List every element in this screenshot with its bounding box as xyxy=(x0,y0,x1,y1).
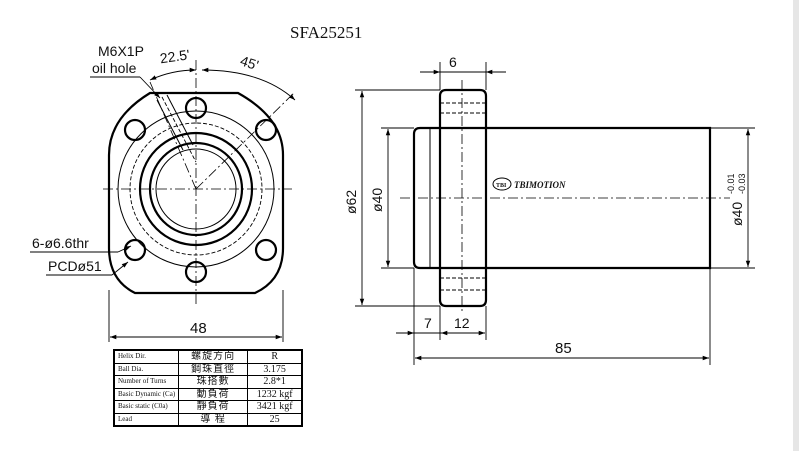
brand-badge-icon xyxy=(492,177,512,191)
spec-value: 25 xyxy=(247,412,303,427)
pcd-label: PCDø51 xyxy=(48,258,102,274)
side-flange xyxy=(438,88,488,308)
center-line-diag xyxy=(195,91,296,190)
spec-label-zh: 靜負荷 xyxy=(178,400,249,414)
spec-label-en: Basic static (C0a) xyxy=(113,400,180,414)
spec-value: 2.8*1 xyxy=(247,375,303,389)
spec-label-en: Ball Dia. xyxy=(113,362,180,376)
angle-label-22: 22.5' xyxy=(159,46,191,66)
width-dimension: 48 xyxy=(190,320,207,337)
dimension-7: 7 xyxy=(424,315,432,331)
spec-label-zh: 螺旋方向 xyxy=(178,349,249,364)
drawing-title: SFA25251 xyxy=(290,23,362,42)
brand-name: TBIMOTION xyxy=(514,180,566,190)
flange-diameter-dimension: ø62 xyxy=(343,190,359,214)
spec-label-zh: 導 程 xyxy=(178,412,249,427)
oil-hole xyxy=(156,94,197,163)
spec-value: 3421 kgf xyxy=(247,400,303,414)
spec-label-en: Lead xyxy=(113,412,180,427)
length-dimension: 85 xyxy=(555,340,572,357)
angle-label-45: 45' xyxy=(238,52,260,73)
dimension-12: 12 xyxy=(454,315,470,331)
spec-label-en: Number of Turns xyxy=(113,375,180,389)
bolt-hole xyxy=(123,238,147,262)
scrollbar-track[interactable] xyxy=(793,0,799,451)
flange-thickness-dimension: 6 xyxy=(449,54,457,70)
spec-value: 3.175 xyxy=(247,362,303,376)
body-diameter-dimension: ø40 xyxy=(369,188,385,212)
front-view: M6X1P oil hole 22.5' 45' 6-ø6.6thr PCDø5… xyxy=(30,43,296,342)
spec-value: 1232 kgf xyxy=(247,387,303,401)
spec-label-en: Helix Dir. xyxy=(113,349,180,364)
center-line-oil xyxy=(149,81,197,190)
bolt-hole xyxy=(123,118,147,142)
spec-label-en: Basic Dynamic (Ca) xyxy=(113,387,180,401)
brand-badge-text: TBI xyxy=(496,183,507,189)
oil-hole-label: oil hole xyxy=(92,60,137,76)
angle-arc-45 xyxy=(201,67,296,101)
side-body xyxy=(412,126,712,270)
spec-label-zh: 動負荷 xyxy=(178,387,249,401)
spec-value: R xyxy=(247,349,303,364)
angle-arc-22 xyxy=(149,67,197,81)
tolerance-upper: -0.01 xyxy=(726,173,736,194)
bolt-hole xyxy=(254,118,278,142)
side-view: 6 ø62 ø40 ø40 -0.01 -0.03 TBI TBIMOTION xyxy=(343,54,755,365)
oil-hole-label: M6X1P xyxy=(98,43,144,59)
bolt-hole xyxy=(254,238,278,262)
spec-label-zh: 珠搭數 xyxy=(178,375,249,389)
tolerance-diameter-dimension: ø40 xyxy=(729,202,745,226)
brand-marking: TBI TBIMOTION xyxy=(492,177,566,191)
holes-label: 6-ø6.6thr xyxy=(32,235,89,251)
tolerance-lower: -0.03 xyxy=(737,173,747,194)
spec-label-zh: 鋼珠直徑 xyxy=(178,362,249,376)
